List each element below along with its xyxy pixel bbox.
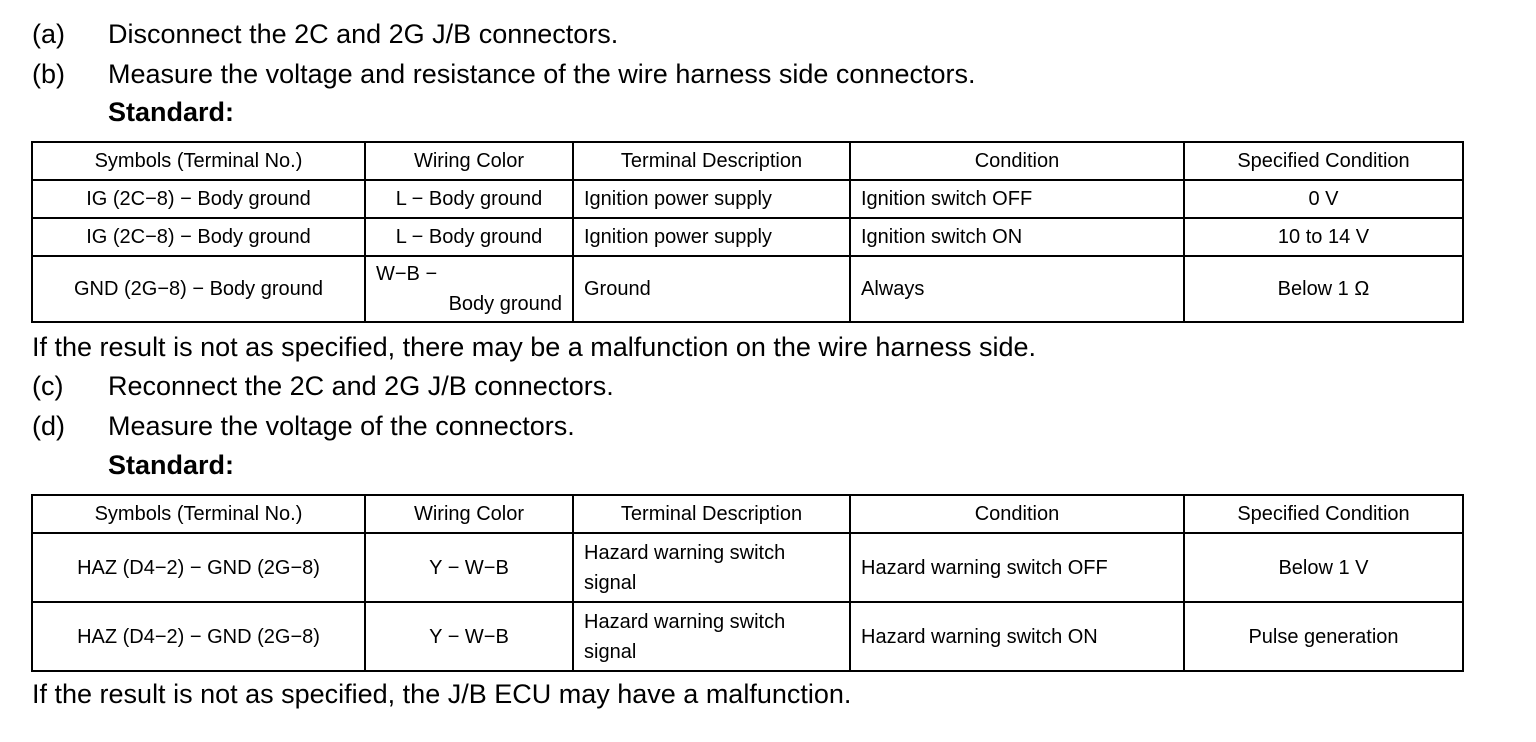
wiring-color-cell: Y − W−B xyxy=(364,601,574,672)
specified-condition-cell: 10 to 14 V xyxy=(1183,217,1464,257)
terminal-description-cell: Hazard warning switch signal xyxy=(572,601,851,672)
column-header: Wiring Color xyxy=(364,494,574,534)
result-note: If the result is not as specified, there… xyxy=(32,332,1037,362)
step-text: Measure the voltage of the connectors. xyxy=(108,411,575,441)
terminal-description-cell: Hazard warning switch signal xyxy=(572,532,851,603)
wiring-color-line: W−B − xyxy=(376,263,438,285)
description-line: signal xyxy=(584,640,637,663)
table-row: IG (2C−8) − Body ground L − Body ground … xyxy=(31,179,1464,219)
symbol-cell: IG (2C−8) − Body ground xyxy=(31,179,366,219)
specified-condition-cell: Pulse generation xyxy=(1183,601,1464,672)
step-text: Measure the voltage and resistance of th… xyxy=(108,59,976,89)
table-row: HAZ (D4−2) − GND (2G−8) Y − W−B Hazard w… xyxy=(31,601,1464,672)
column-header: Terminal Description xyxy=(572,494,851,534)
symbol-cell: GND (2G−8) − Body ground xyxy=(31,255,366,323)
standard-table-1: Symbols (Terminal No.) Wiring Color Term… xyxy=(31,141,1464,323)
table-header-row: Symbols (Terminal No.) Wiring Color Term… xyxy=(31,494,1464,534)
condition-cell: Always xyxy=(849,255,1185,323)
standard-heading: Standard: xyxy=(108,97,235,127)
table-header-row: Symbols (Terminal No.) Wiring Color Term… xyxy=(31,141,1464,181)
step-label: (c) xyxy=(32,371,64,401)
step-text: Reconnect the 2C and 2G J/B connectors. xyxy=(108,371,614,401)
column-header: Specified Condition xyxy=(1183,141,1464,181)
wiring-color-cell: L − Body ground xyxy=(364,217,574,257)
step-label: (d) xyxy=(32,411,65,441)
specified-condition-cell: Below 1 Ω xyxy=(1183,255,1464,323)
step-text: Disconnect the 2C and 2G J/B connectors. xyxy=(108,19,619,49)
wiring-color-line: Body ground xyxy=(448,293,562,315)
specified-condition-cell: Below 1 V xyxy=(1183,532,1464,603)
wiring-color-cell: W−B − Body ground xyxy=(364,255,574,323)
specified-condition-cell: 0 V xyxy=(1183,179,1464,219)
table-row: HAZ (D4−2) − GND (2G−8) Y − W−B Hazard w… xyxy=(31,532,1464,603)
condition-cell: Ignition switch OFF xyxy=(849,179,1185,219)
table-row: IG (2C−8) − Body ground L − Body ground … xyxy=(31,217,1464,257)
terminal-description-cell: Ignition power supply xyxy=(572,217,851,257)
wiring-color-cell: Y − W−B xyxy=(364,532,574,603)
column-header: Condition xyxy=(849,494,1185,534)
column-header: Condition xyxy=(849,141,1185,181)
standard-heading: Standard: xyxy=(108,450,235,480)
description-line: Hazard warning switch xyxy=(584,541,786,564)
description-line: signal xyxy=(584,571,637,594)
result-note: If the result is not as specified, the J… xyxy=(32,679,852,709)
condition-cell: Ignition switch ON xyxy=(849,217,1185,257)
column-header: Wiring Color xyxy=(364,141,574,181)
terminal-description-cell: Ground xyxy=(572,255,851,323)
condition-cell: Hazard warning switch ON xyxy=(849,601,1185,672)
symbol-cell: IG (2C−8) − Body ground xyxy=(31,217,366,257)
standard-table-2: Symbols (Terminal No.) Wiring Color Term… xyxy=(31,494,1464,672)
symbol-cell: HAZ (D4−2) − GND (2G−8) xyxy=(31,532,366,603)
step-label: (b) xyxy=(32,59,65,89)
column-header: Terminal Description xyxy=(572,141,851,181)
description-line: Hazard warning switch xyxy=(584,610,786,633)
column-header: Symbols (Terminal No.) xyxy=(31,494,366,534)
step-label: (a) xyxy=(32,19,65,49)
condition-cell: Hazard warning switch OFF xyxy=(849,532,1185,603)
column-header: Specified Condition xyxy=(1183,494,1464,534)
terminal-description-cell: Ignition power supply xyxy=(572,179,851,219)
column-header: Symbols (Terminal No.) xyxy=(31,141,366,181)
symbol-cell: HAZ (D4−2) − GND (2G−8) xyxy=(31,601,366,672)
table-row: GND (2G−8) − Body ground W−B − Body grou… xyxy=(31,255,1464,323)
wiring-color-cell: L − Body ground xyxy=(364,179,574,219)
